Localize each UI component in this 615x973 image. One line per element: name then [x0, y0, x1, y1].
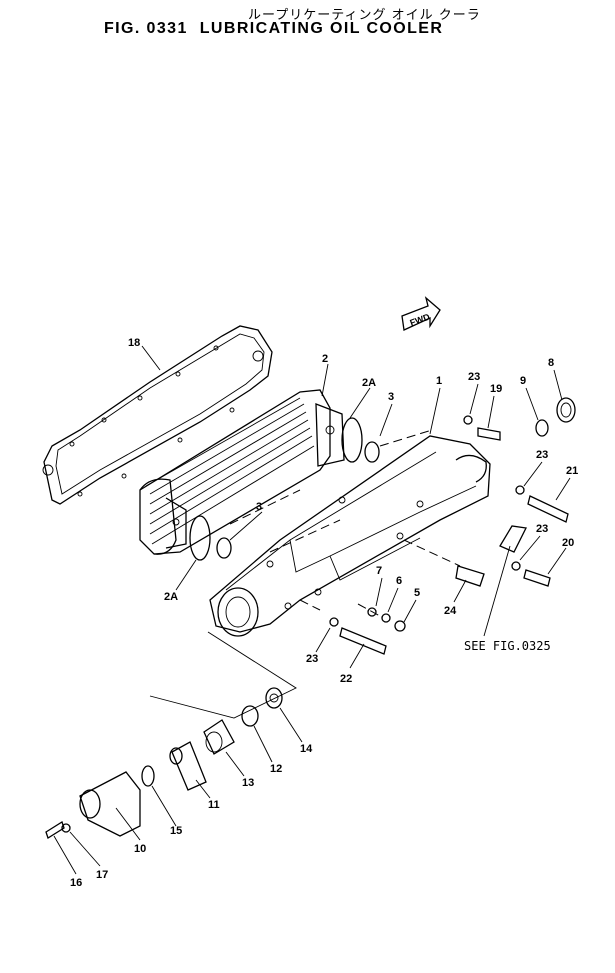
figure-number: FIG. 0331: [104, 20, 188, 37]
bolt-21: [527, 495, 569, 523]
japanese-title: ループリケーティング オイル クーラ: [248, 8, 481, 23]
part-label-3-upper: 3: [388, 391, 394, 403]
part-label-12: 12: [270, 763, 282, 775]
snap-ring-6: [381, 613, 391, 623]
plug-20: [523, 569, 551, 587]
bracket: [499, 525, 527, 553]
thermostat-11: [169, 741, 207, 791]
part-label-14: 14: [300, 743, 313, 755]
part-label-10: 10: [134, 843, 146, 855]
figure-name: LUBRICATING OIL COOLER: [199, 20, 444, 37]
part-label-23-b: 23: [536, 449, 548, 461]
plug-5: [394, 620, 406, 632]
part-label-3-lower: 3: [256, 501, 262, 513]
part-label-17: 17: [96, 869, 108, 881]
part-label-9: 9: [520, 375, 526, 387]
part-label-1: 1: [436, 375, 442, 387]
sleeve-13: [203, 719, 235, 755]
part-label-8: 8: [548, 357, 554, 369]
bolt-16: [45, 821, 65, 839]
housing-10: [79, 771, 141, 837]
o-ring-3-lower: [216, 537, 232, 559]
part-label-2a-lower: 2A: [164, 591, 178, 603]
gasket-2a-lower: [189, 515, 211, 561]
o-ring-23-bottom: [329, 617, 339, 627]
bolt-22: [339, 627, 387, 655]
valve-24: [455, 565, 485, 587]
see-fig-reference: SEE FIG.0325: [464, 639, 551, 653]
part-label-24: 24: [444, 605, 457, 617]
o-ring-3-upper: [364, 441, 380, 463]
figure-title: FIG. 0331 LUBRICATING OIL COOLER: [104, 20, 443, 38]
part-label-23-a: 23: [468, 371, 480, 383]
o-ring-9: [535, 419, 549, 437]
part-label-15: 15: [170, 825, 182, 837]
o-ring-23-mid: [515, 485, 525, 495]
part-label-2a-upper: 2A: [362, 377, 376, 389]
part-label-20: 20: [562, 537, 574, 549]
part-label-16: 16: [70, 877, 82, 889]
part-label-7: 7: [376, 565, 382, 577]
gasket-2a-upper: [341, 417, 363, 463]
seal-12: [241, 705, 259, 727]
plug-8: [556, 397, 576, 423]
part-label-22: 22: [340, 673, 352, 685]
part-label-21: 21: [566, 465, 578, 477]
washer-17: [61, 823, 71, 833]
o-ring-15: [141, 765, 155, 787]
cooler-element-2: [139, 389, 345, 555]
part-label-19: 19: [490, 383, 502, 395]
part-label-11: 11: [208, 799, 220, 811]
part-label-5: 5: [414, 587, 420, 599]
cooler-case-1: [209, 435, 491, 637]
plug-19: [477, 427, 501, 441]
part-label-23-c: 23: [536, 523, 548, 535]
fwd-label: FWD: [409, 311, 432, 328]
cover-14: [265, 687, 283, 709]
part-label-23-d: 23: [306, 653, 318, 665]
part-label-13: 13: [242, 777, 254, 789]
bracket-lines: [149, 631, 297, 719]
leader-see-fig: [483, 545, 511, 637]
o-ring-7: [367, 607, 377, 617]
o-ring-23-low: [511, 561, 521, 571]
gasket-18: [42, 325, 273, 505]
part-label-2: 2: [322, 353, 328, 365]
o-ring-23-top: [463, 415, 473, 425]
fwd-direction-marker: FWD: [401, 296, 441, 331]
part-label-6: 6: [396, 575, 402, 587]
part-label-18: 18: [128, 337, 140, 349]
